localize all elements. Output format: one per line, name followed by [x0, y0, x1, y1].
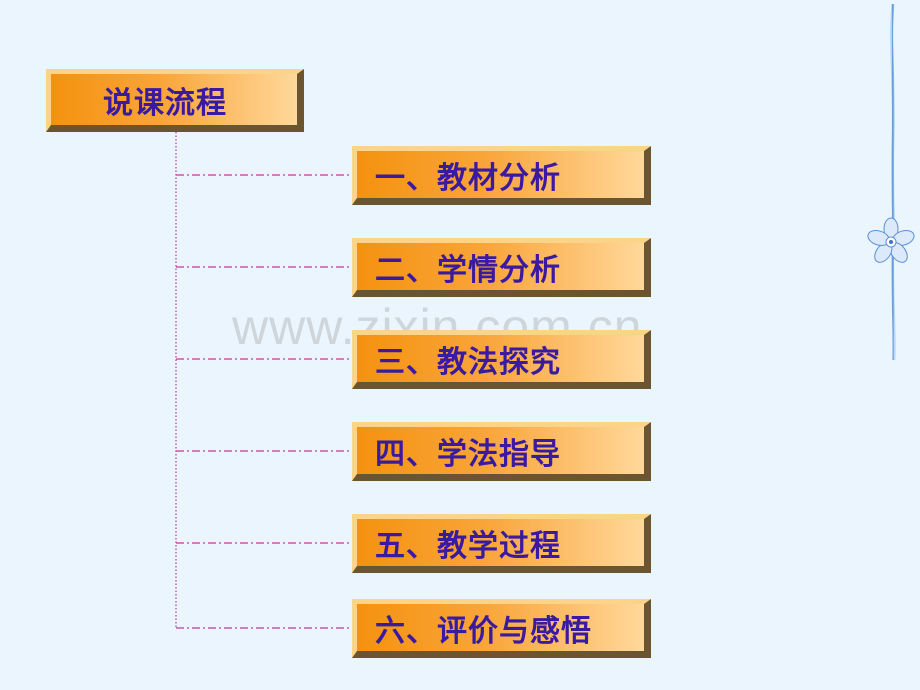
flow-item-label: 六、评价与感悟 — [375, 613, 592, 649]
flow-title-box: 说课流程 — [46, 69, 304, 132]
flower-icon — [867, 217, 915, 263]
flow-item-label: 二、学情分析 — [375, 252, 561, 288]
flow-item-2: 二、学情分析 — [352, 238, 651, 297]
flow-item-label: 三、教法探究 — [375, 344, 561, 380]
flow-item-3: 三、教法探究 — [352, 330, 651, 389]
decorative-stem — [890, 3, 896, 361]
flow-item-4: 四、学法指导 — [352, 422, 651, 481]
flow-title: 说课流程 — [103, 85, 227, 121]
flow-item-label: 五、教学过程 — [375, 528, 561, 564]
flow-item-label: 一、教材分析 — [375, 160, 561, 196]
flow-item-5: 五、教学过程 — [352, 514, 651, 573]
flow-item-6: 六、评价与感悟 — [352, 599, 651, 658]
decoration — [867, 3, 915, 361]
flow-item-1: 一、教材分析 — [352, 146, 651, 205]
flow-item-label: 四、学法指导 — [375, 436, 561, 472]
